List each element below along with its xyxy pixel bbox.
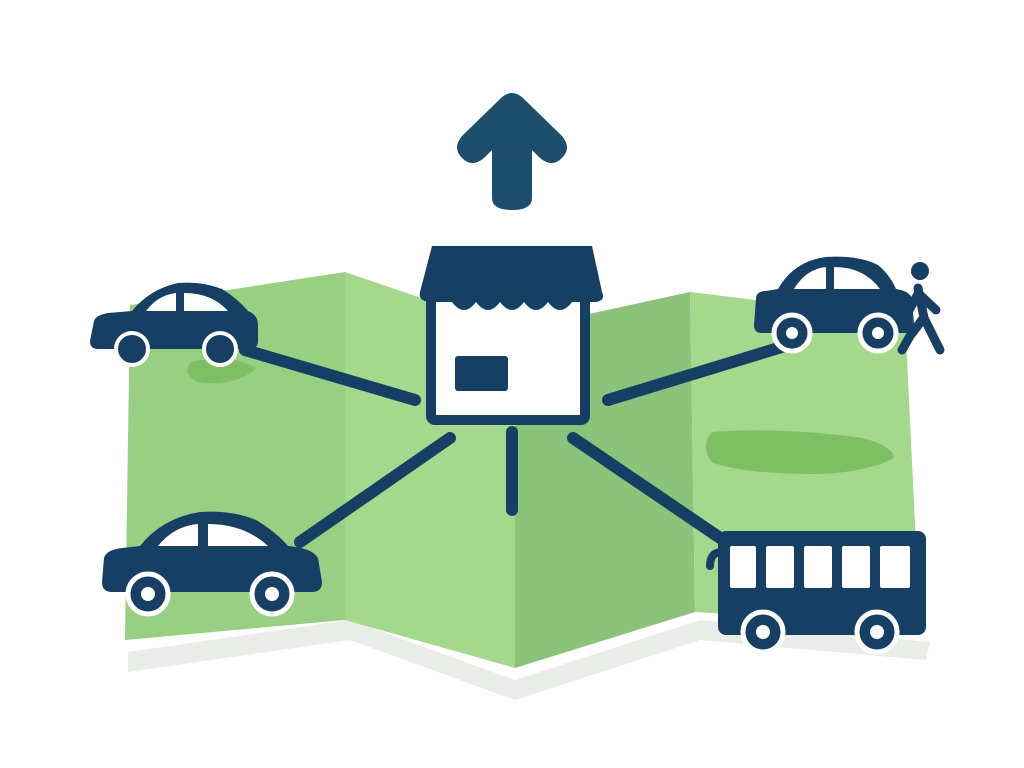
car-icon (90, 282, 258, 367)
car-wheel-front (114, 331, 150, 367)
car-window-rear (208, 524, 268, 546)
spoke-line-car-left-top (239, 344, 421, 406)
person-arm-back (903, 289, 923, 317)
map-road-left (187, 358, 256, 384)
person-leg-back (897, 315, 927, 355)
car-hub-front (141, 587, 155, 601)
car-wheel-rear (202, 331, 238, 367)
storefront-awning (419, 246, 604, 310)
person-head (911, 262, 929, 280)
car-window-front (794, 267, 826, 289)
bus-hub-rear (870, 625, 884, 639)
car-window-rear (184, 293, 228, 311)
spoke-line-car-right-top (602, 340, 791, 406)
car-hub-front (786, 327, 798, 339)
bus-window-2 (766, 546, 794, 588)
spoke-lines (239, 340, 791, 548)
bus-window-1 (730, 546, 756, 588)
map-road-right (706, 430, 894, 474)
person-leg-front (919, 313, 945, 355)
spoke-line-bus (567, 432, 732, 548)
car-hub-rear (265, 587, 279, 601)
car-window-front (146, 293, 176, 311)
spoke-line-car-left-bottom (294, 432, 456, 548)
storefront-sign (455, 356, 508, 391)
car-window-rear (834, 267, 880, 289)
bus-window-3 (804, 546, 832, 588)
car-body (102, 511, 322, 592)
arrow-up-icon (457, 93, 567, 210)
bus-window-4 (842, 546, 870, 588)
car-icon (102, 511, 322, 617)
storefront-icon (419, 246, 604, 425)
car-hub-rear (872, 327, 884, 339)
walking-person-icon (897, 262, 945, 355)
bus-icon (706, 531, 926, 655)
person-arm-front (914, 289, 941, 315)
car-window-front (158, 524, 198, 546)
map-shadow (128, 620, 930, 700)
car-icon (754, 256, 914, 354)
bus-window-5 (880, 546, 910, 588)
bus-hub-front (756, 625, 770, 639)
